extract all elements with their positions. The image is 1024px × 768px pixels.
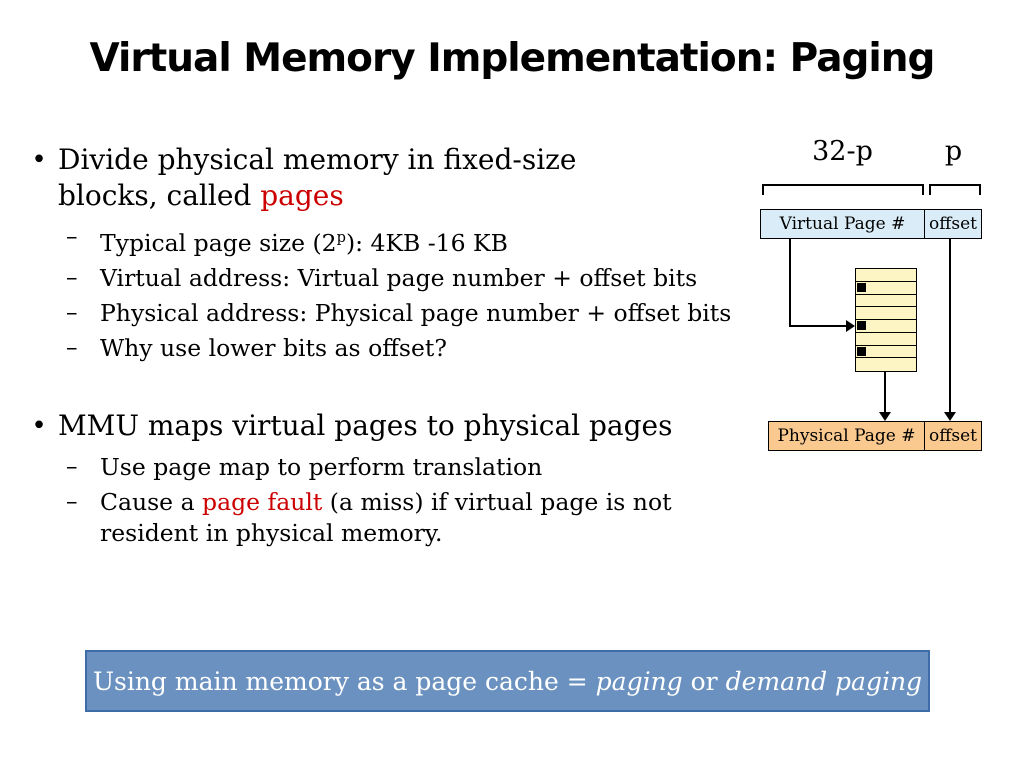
valid-bit [857, 321, 866, 331]
bullet-2-sublist: – Use page map to perform translation – … [66, 452, 780, 549]
virtual-page-number-label: Virtual Page # [779, 214, 906, 234]
vpn-arrowhead-icon [846, 320, 855, 332]
callout-mid: or [682, 666, 726, 696]
sub-item: – Virtual address: Virtual page number +… [66, 263, 780, 294]
sub-item: – Typical page size (2p): 4KB -16 KB [66, 222, 780, 259]
sub-item: – Use page map to perform translation [66, 452, 780, 483]
bullet-item-2: • MMU maps virtual pages to physical pag… [20, 408, 780, 444]
physical-page-number-box: Physical Page # [768, 421, 925, 451]
offset-bottom-box: offset [924, 421, 982, 451]
valid-bit [857, 346, 866, 356]
high-bits-label: 32-p [812, 136, 873, 167]
callout-italic-2: demand paging [725, 666, 923, 696]
summary-callout: Using main memory as a page cache = pagi… [85, 650, 930, 712]
page-table-row [856, 333, 916, 346]
bullet-2-text: MMU maps virtual pages to physical pages [58, 408, 673, 442]
sub-1-3-text: Physical address: Physical page number +… [100, 298, 732, 327]
bullet-1-highlight: pages [260, 179, 344, 212]
sub-2-2-text: Cause a page fault (a miss) if virtual p… [100, 487, 720, 549]
sub-1-4-text: Why use lower bits as offset? [100, 333, 447, 362]
dash-marker: – [66, 453, 78, 480]
bullet-1-lead: Divide physical memory in fixed-size blo… [58, 143, 577, 212]
sub-1-1-post: ): 4KB -16 KB [345, 228, 508, 257]
bullet-marker: • [31, 410, 47, 441]
sub-item: – Why use lower bits as offset? [66, 333, 780, 364]
bullet-list: • Divide physical memory in fixed-size b… [20, 142, 780, 553]
low-bits-bracket [929, 184, 981, 195]
sub-item: – Physical address: Physical page number… [66, 298, 780, 329]
high-bits-bracket [762, 184, 924, 195]
page-table-row [856, 282, 916, 295]
offset-arrowhead-icon [944, 412, 956, 421]
page-table [855, 268, 917, 372]
table-to-ppn-line [884, 372, 886, 413]
page-table-row [856, 269, 916, 282]
valid-bit [857, 283, 866, 293]
dash-marker: – [66, 488, 78, 515]
sub-2-2-post: (a miss) if virtual page is not resident… [100, 487, 672, 547]
offset-bottom-label: offset [929, 426, 977, 446]
sub-1-1-pre: Typical page size (2 [100, 228, 337, 257]
offset-top-box: offset [924, 209, 982, 239]
physical-page-number-label: Physical Page # [777, 426, 916, 446]
dash-marker: – [66, 334, 78, 361]
bullet-1-sublist: – Typical page size (2p): 4KB -16 KB – V… [66, 222, 780, 364]
dash-marker: – [66, 224, 78, 250]
vpn-arrow-horizontal-line [789, 325, 846, 327]
dash-marker: – [66, 299, 78, 326]
low-bits-label: p [944, 136, 963, 167]
sub-item: – Cause a page fault (a miss) if virtual… [66, 487, 780, 549]
callout-pre: Using main memory as a page cache = [92, 666, 596, 696]
page-table-row [856, 320, 916, 333]
bullet-1-text: Divide physical memory in fixed-size blo… [58, 142, 658, 214]
page-table-row [856, 295, 916, 308]
table-to-ppn-arrowhead-icon [879, 412, 891, 421]
offset-top-label: offset [929, 214, 977, 234]
sub-1-1-text: Typical page size (2p): 4KB -16 KB [100, 222, 770, 259]
sub-1-2-text: Virtual address: Virtual page number + o… [100, 263, 698, 292]
sub-1-1-sup: p [336, 229, 346, 246]
offset-passthrough-line [949, 239, 951, 413]
page-title: Virtual Memory Implementation: Paging [89, 36, 936, 81]
page-table-row [856, 346, 916, 359]
bullet-item-1: • Divide physical memory in fixed-size b… [20, 142, 780, 214]
bullet-marker: • [31, 145, 47, 175]
sub-2-1-text: Use page map to perform translation [100, 452, 543, 481]
page-table-row [856, 307, 916, 320]
vpn-arrow-vertical-line [789, 239, 791, 326]
sub-2-2-highlight: page fault [202, 487, 323, 516]
callout-italic-1: paging [595, 666, 683, 696]
dash-marker: – [66, 264, 78, 291]
page-table-row [856, 358, 916, 371]
virtual-page-number-box: Virtual Page # [760, 209, 925, 239]
sub-2-2-pre: Cause a [100, 487, 203, 516]
